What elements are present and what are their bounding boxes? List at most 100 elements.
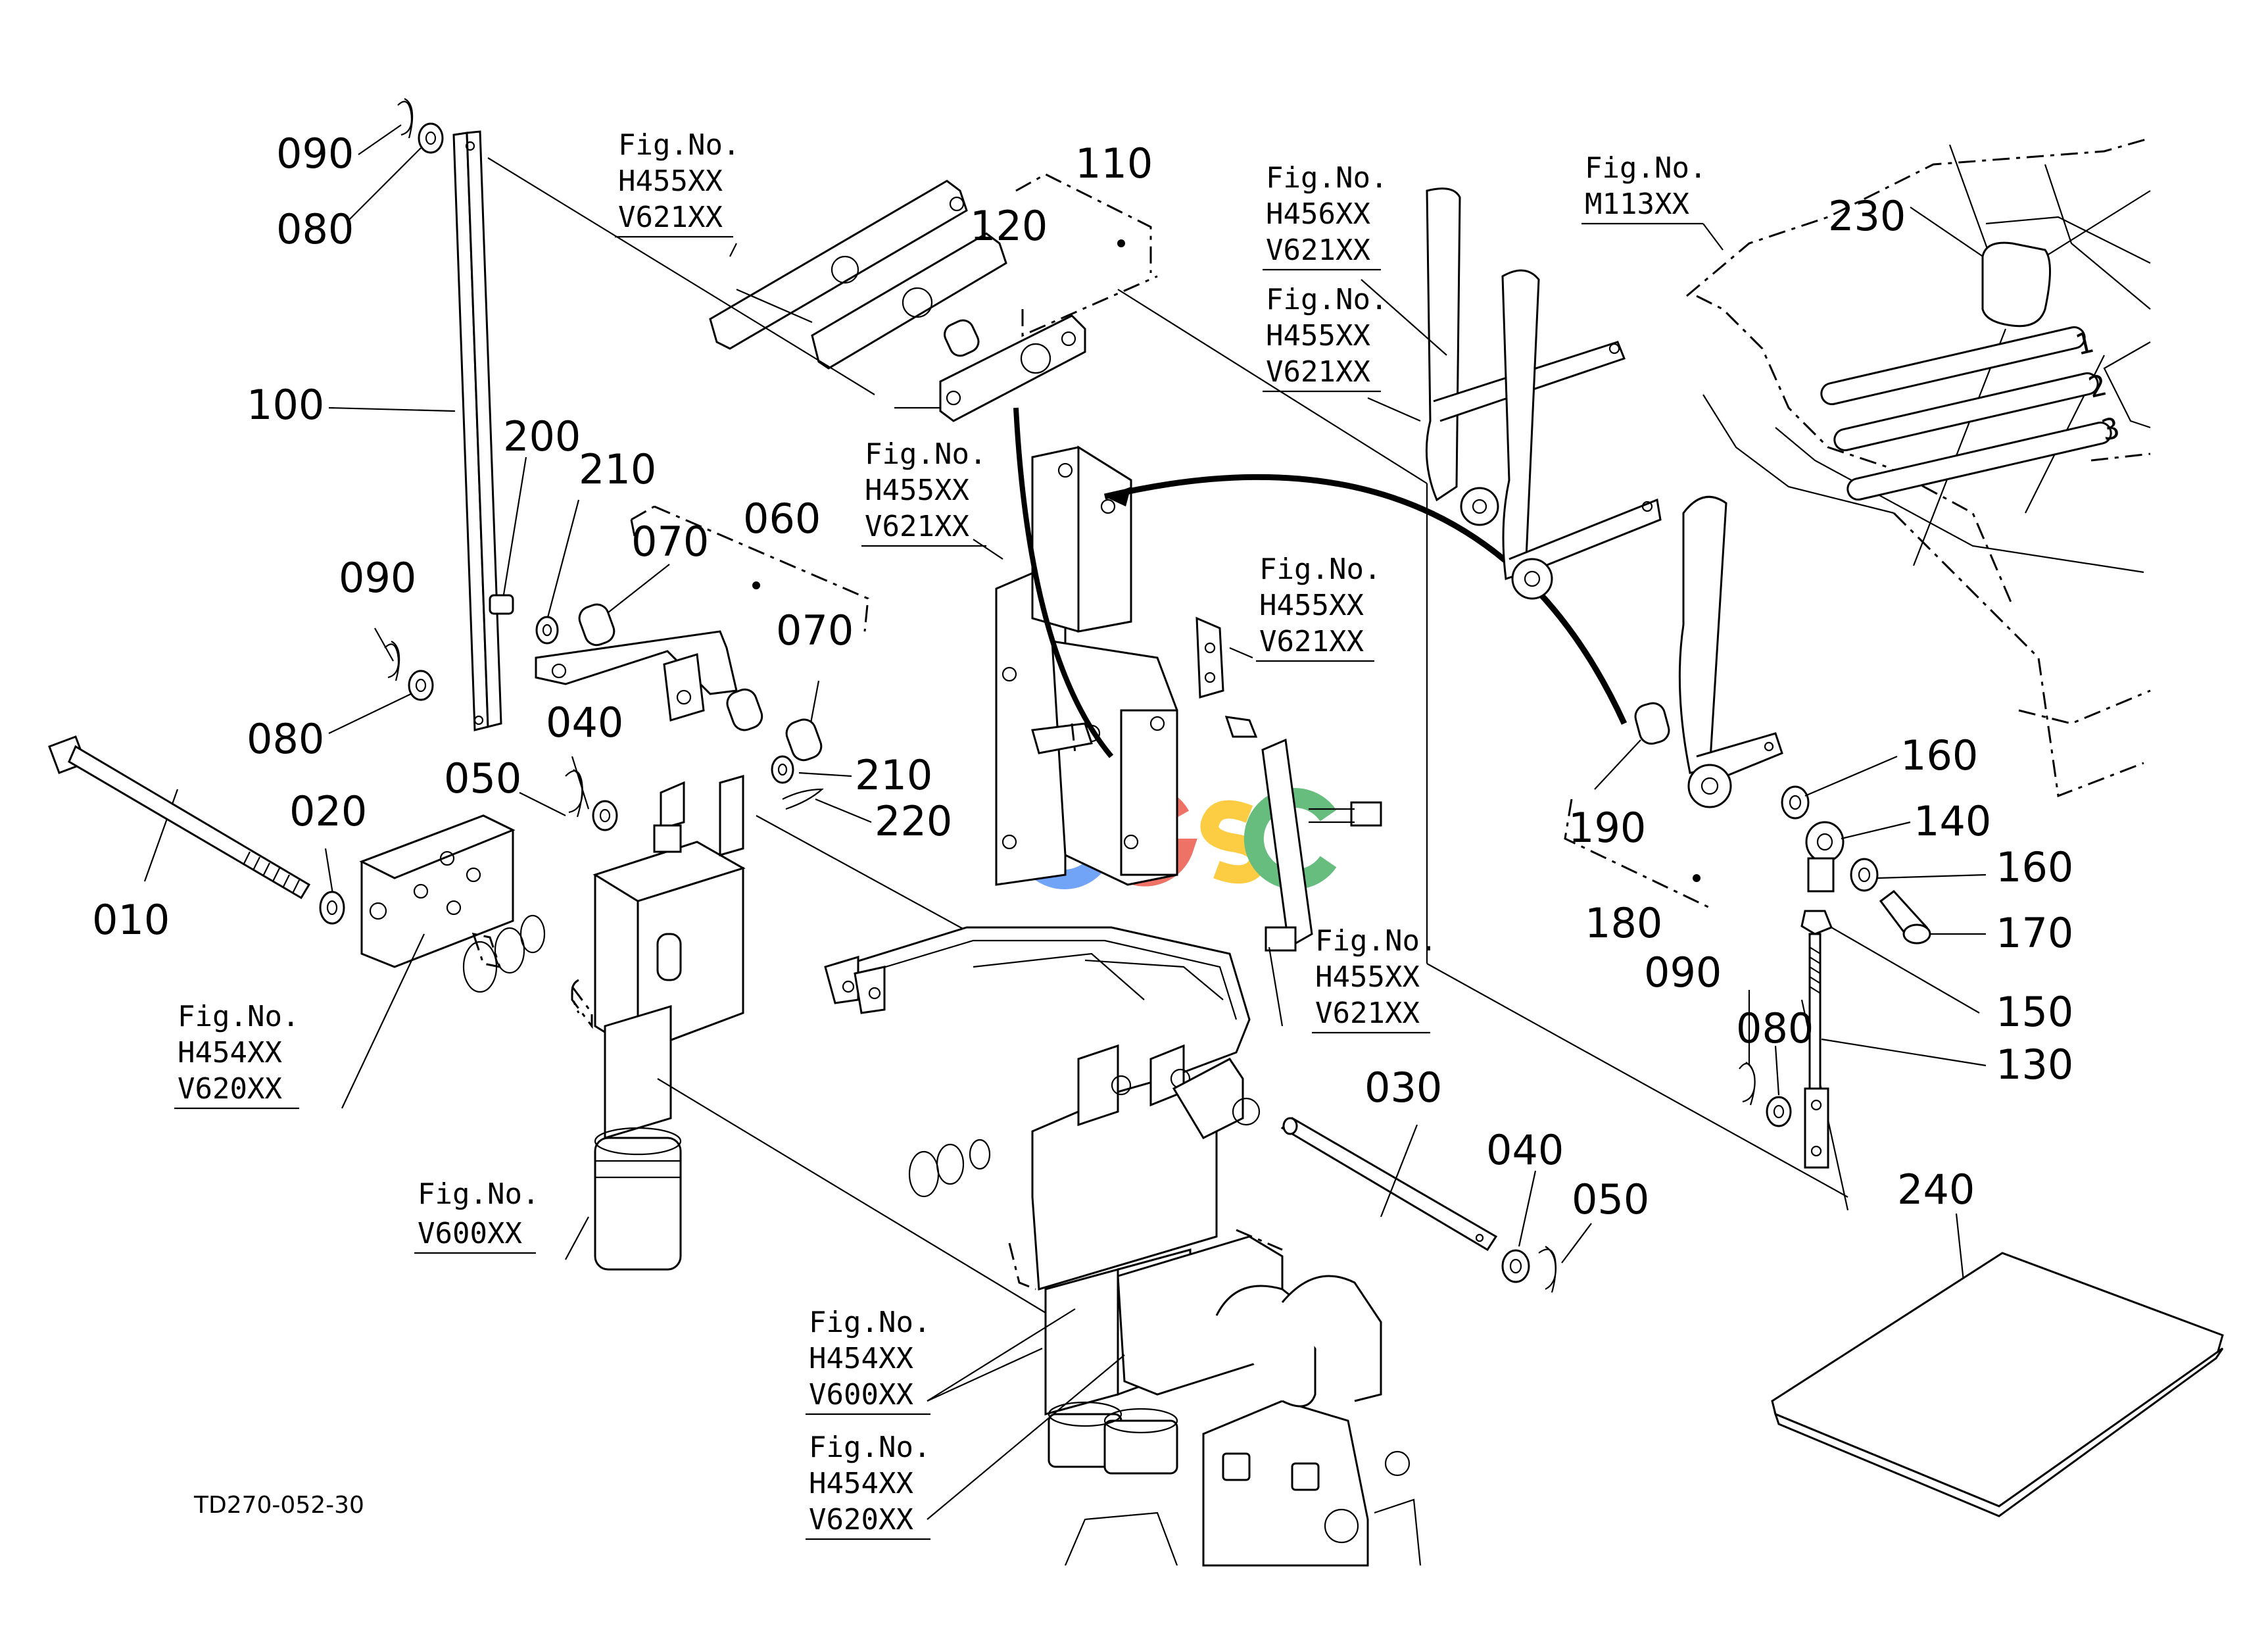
fig-ref-bottom-1: Fig.No. H454XX V600XX — [806, 1306, 930, 1415]
lever-h455-upper — [1501, 269, 1662, 600]
lever-plate-110 — [939, 314, 1086, 422]
part-labels: 090 080 100 200 210 060 070 090 070 040 … — [92, 130, 2073, 1223]
cotter-pin-090-mid — [384, 641, 434, 701]
label-120: 120 — [970, 202, 1048, 250]
label-090-top: 090 — [276, 130, 354, 178]
label-070-right: 070 — [776, 606, 854, 654]
label-160-upper: 160 — [1900, 731, 1978, 779]
svg-text:V621XX: V621XX — [865, 510, 969, 543]
svg-text:H455XX: H455XX — [1266, 319, 1370, 353]
label-130: 130 — [1996, 1041, 2073, 1089]
label-240: 240 — [1897, 1166, 1975, 1214]
leader-040-right — [1518, 1170, 1537, 1247]
label-190: 190 — [1568, 804, 1646, 852]
svg-text:Fig.No.: Fig.No. — [1266, 161, 1387, 195]
label-010: 010 — [92, 896, 170, 944]
dashed-outlines-center — [1021, 275, 1158, 754]
fig-ref-top-left: Fig.No. H455XX V621XX — [615, 128, 740, 238]
lever-linkage-060 — [535, 603, 763, 731]
fig-ref-left-valve: Fig.No. H454XX V620XX — [174, 1000, 299, 1110]
label-150: 150 — [1996, 988, 2073, 1036]
control-valve-left — [571, 775, 746, 1271]
fig-ref-bottom-2: Fig.No. H454XX V620XX — [806, 1431, 930, 1540]
svg-text:V621XX: V621XX — [1266, 355, 1370, 389]
lever-main-180 — [1678, 495, 1783, 808]
rod-130 — [1804, 933, 1829, 1169]
svg-text:Fig.No.: Fig.No. — [1259, 553, 1381, 586]
svg-text:V600XX: V600XX — [418, 1217, 522, 1250]
label-170: 170 — [1996, 909, 2073, 957]
bracket-060-dashed — [630, 505, 869, 632]
bushing-190 — [1634, 702, 1670, 745]
svg-text:H454XX: H454XX — [178, 1036, 282, 1069]
hydraulic-block-bottom — [1064, 1275, 1422, 1567]
svg-text:Fig.No.: Fig.No. — [865, 437, 986, 471]
control-cable — [1013, 407, 1628, 758]
label-070-left: 070 — [631, 518, 709, 566]
fig-ref-m113: Fig.No. M113XX — [1581, 151, 1706, 225]
label-080-mid: 080 — [247, 715, 324, 763]
svg-text:H456XX: H456XX — [1266, 197, 1370, 231]
svg-text:Fig.No.: Fig.No. — [1315, 924, 1437, 958]
bullet-180 — [1693, 874, 1701, 882]
svg-text:Fig.No.: Fig.No. — [809, 1306, 930, 1339]
svg-text:Fig.No.: Fig.No. — [1266, 283, 1387, 316]
label-040-left: 040 — [546, 699, 623, 747]
bracket-110-dashed — [1015, 173, 1152, 273]
label-210-right: 210 — [855, 751, 932, 799]
lift-frame — [824, 926, 1251, 1073]
svg-text:H454XX: H454XX — [809, 1342, 913, 1375]
clip-050-washer-040 — [565, 769, 618, 831]
valve-cover-plate — [359, 814, 546, 993]
bolt-010 — [48, 735, 311, 900]
label-090-mid: 090 — [339, 554, 416, 602]
label-090-right: 090 — [1644, 948, 1722, 996]
gate-1: 1 — [2072, 326, 2096, 362]
label-020: 020 — [289, 787, 367, 835]
washer-160-lower — [1850, 858, 1879, 892]
diagram-code: TD270-052-30 — [193, 1492, 364, 1519]
label-110: 110 — [1075, 139, 1153, 187]
ball-joint-140 — [1805, 821, 1845, 893]
fig-ref-v600: Fig.No. V600XX — [414, 1177, 539, 1254]
collar-070-right — [785, 718, 823, 762]
svg-text:V621XX: V621XX — [1266, 234, 1370, 267]
svg-text:H454XX: H454XX — [809, 1467, 913, 1500]
leader-030 — [1380, 1124, 1418, 1217]
label-210-left: 210 — [579, 445, 656, 493]
svg-text:Fig.No.: Fig.No. — [809, 1431, 930, 1464]
label-050-left: 050 — [444, 754, 521, 802]
label-140: 140 — [1914, 797, 1991, 845]
label-200: 200 — [503, 412, 581, 460]
washer-210-right-pin-220 — [771, 755, 824, 810]
control-valve-bank — [908, 1044, 1284, 1475]
bullet-110 — [1117, 239, 1125, 247]
svg-text:H455XX: H455XX — [618, 164, 723, 198]
fig-ref-underlines — [341, 223, 1724, 1520]
fig-ref-lower-bracket: Fig.No. H455XX V621XX — [1312, 924, 1437, 1034]
svg-text:H455XX: H455XX — [1259, 589, 1364, 622]
svg-text:V621XX: V621XX — [1315, 996, 1420, 1030]
label-220: 220 — [875, 797, 952, 845]
washer-020 — [319, 891, 345, 925]
gate-2: 2 — [2085, 368, 2110, 405]
fig-ref-h455-right-upper: Fig.No. H455XX V621XX — [1263, 283, 1387, 393]
svg-text:Fig.No.: Fig.No. — [618, 128, 740, 162]
leader-050-right — [1561, 1223, 1592, 1264]
label-100: 100 — [247, 381, 324, 429]
bolt-170 — [1879, 889, 1931, 945]
washer-160-upper — [1781, 785, 1810, 820]
nut-150 — [1800, 910, 1833, 935]
svg-text:M113XX: M113XX — [1585, 187, 1689, 221]
svg-text:H455XX: H455XX — [865, 474, 969, 507]
top-lever-plates — [709, 180, 1007, 370]
link-rod-100 — [452, 130, 502, 731]
svg-text:Fig.No.: Fig.No. — [418, 1177, 539, 1211]
clip-090-washer-080-right — [1739, 1062, 1792, 1127]
small-plate-right — [1195, 616, 1258, 738]
label-030: 030 — [1364, 1064, 1442, 1112]
svg-text:V621XX: V621XX — [1259, 625, 1364, 658]
svg-text:V620XX: V620XX — [809, 1503, 913, 1536]
label-080-right: 080 — [1736, 1004, 1814, 1052]
